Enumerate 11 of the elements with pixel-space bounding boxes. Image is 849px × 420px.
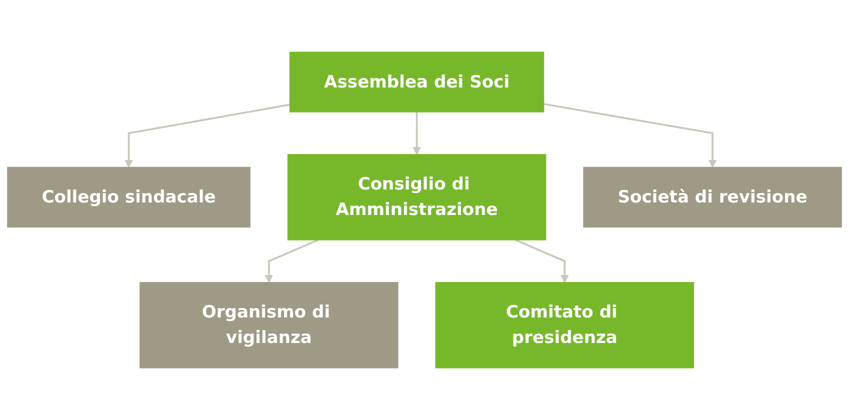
node-box: Collegio sindacale xyxy=(7,166,250,228)
node-box: Società di revisione xyxy=(583,166,842,228)
arrow xyxy=(264,238,319,283)
node-box: Assemblea dei Soci xyxy=(289,52,544,112)
arrow xyxy=(412,112,421,155)
arrow xyxy=(544,103,717,168)
arrow xyxy=(515,238,569,283)
node-box: Comitato di presidenza xyxy=(435,282,694,368)
node-box: Organismo di vigilanza xyxy=(140,282,398,368)
arrow xyxy=(124,104,290,168)
node-box: Consiglio di Amministrazione xyxy=(287,154,546,240)
